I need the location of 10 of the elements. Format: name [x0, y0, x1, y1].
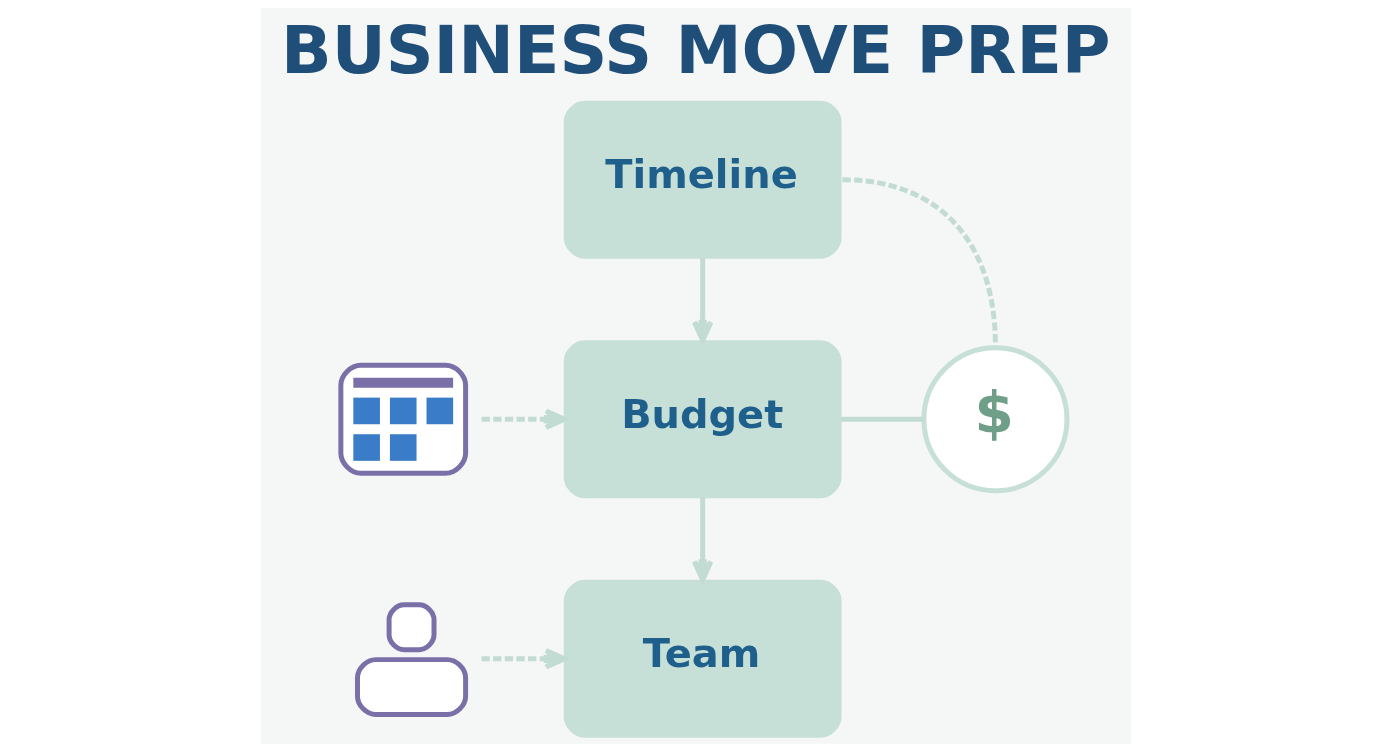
- node-circle: $: [921, 345, 1070, 494]
- arrow: [691, 497, 714, 583]
- arrow: [691, 258, 714, 343]
- diagram-title: BUSINESS MOVE PREP: [280, 11, 1111, 90]
- node-box: Team: [563, 579, 842, 738]
- node-box: Budget: [563, 340, 842, 499]
- connector: [841, 416, 924, 422]
- arrow: [481, 648, 567, 670]
- arrow: [481, 408, 567, 430]
- node-box: Timeline: [563, 100, 842, 259]
